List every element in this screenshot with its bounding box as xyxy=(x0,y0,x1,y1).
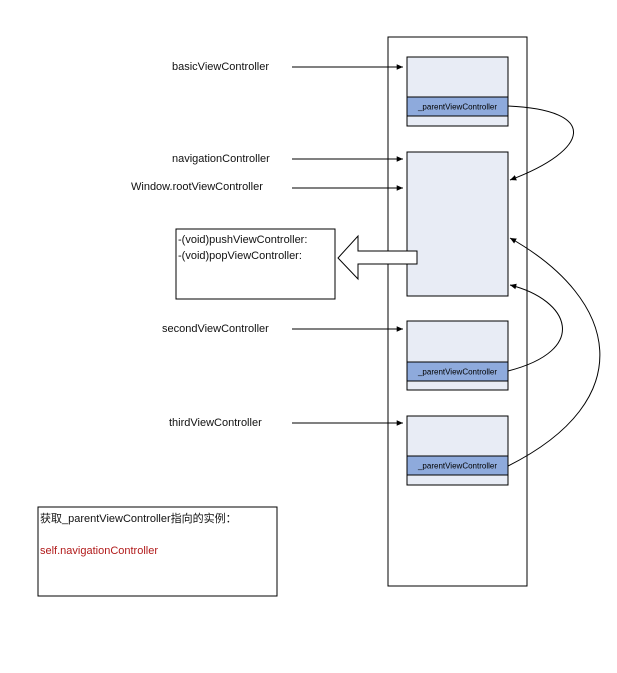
label-basic-vc: basicViewController xyxy=(172,61,269,73)
method-pop: -(void)popViewController: xyxy=(178,250,302,262)
navigation-vc-box xyxy=(406,151,509,297)
note-title: 获取_parentViewController指向的实例： xyxy=(40,511,237,525)
second-vc-box: _parentViewController xyxy=(406,320,509,391)
label-window-root: Window.rootViewController xyxy=(131,181,263,193)
label-third-vc: thirdViewController xyxy=(169,417,262,429)
third-vc-box: _parentViewController xyxy=(406,415,509,486)
note-code: self.navigationController xyxy=(40,545,158,557)
methods-box: -(void)pushViewController: -(void)popVie… xyxy=(175,228,336,300)
label-navigation-controller: navigationController xyxy=(172,153,270,165)
second-parent-field xyxy=(406,361,509,382)
basic-parent-field-label: _parentViewController xyxy=(417,103,497,112)
curve-basic-to-nav xyxy=(507,105,574,181)
third-parent-field-label: _parentViewController xyxy=(417,462,497,471)
memory-column xyxy=(387,36,528,587)
second-parent-field-label: _parentViewController xyxy=(417,368,497,377)
curve-second-to-nav xyxy=(507,283,563,372)
method-push: -(void)pushViewController: xyxy=(178,234,307,246)
block-arrow-methods xyxy=(337,234,418,281)
curve-third-to-nav xyxy=(507,237,601,467)
label-second-vc: secondViewController xyxy=(162,323,269,335)
note-box: 获取_parentViewController指向的实例： self.navig… xyxy=(37,506,278,597)
basic-vc-box: _parentViewController xyxy=(406,56,509,127)
